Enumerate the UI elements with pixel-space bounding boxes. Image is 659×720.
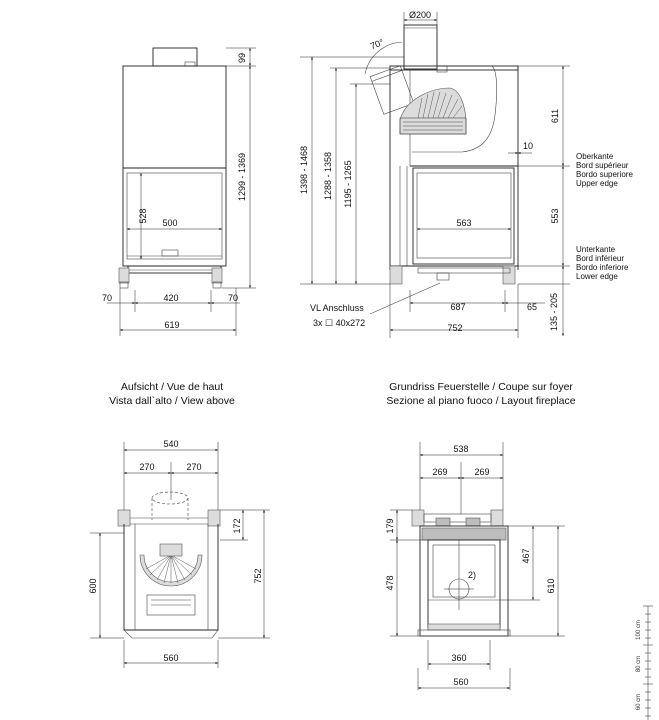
front-left-foot xyxy=(118,267,130,284)
top-view-title-2: Vista dall`alto / View above xyxy=(109,395,235,407)
scale-bar: 100 cm 80 cm 60 cm xyxy=(636,605,653,720)
side-flue-pipe xyxy=(403,24,438,70)
side-dim-total-width: 752 xyxy=(447,323,462,333)
front-dim-side-right: 70 xyxy=(228,293,238,303)
scale-label-100: 100 cm xyxy=(636,620,642,640)
side-dim-glass-width: 563 xyxy=(456,218,471,228)
side-left-foot xyxy=(389,265,403,285)
front-right-foot xyxy=(211,267,223,284)
side-dim-upper-section: 611 xyxy=(550,109,560,123)
layout-view-title-2: Sezione al piano fuoco / Layout fireplac… xyxy=(386,395,575,407)
side-glass xyxy=(412,167,515,265)
lower-edge-label-en: Lower edge xyxy=(576,272,618,281)
side-view: Ø200 70° 1398 - 1468 1288 - 1358 1195 - … xyxy=(299,10,633,338)
layout-right-bracket xyxy=(490,509,504,527)
lower-edge-label-it: Bordo inferiore xyxy=(576,263,629,272)
front-dim-glass-width: 500 xyxy=(162,218,177,228)
side-dim-bottom-height: 135 - 205 xyxy=(549,293,559,331)
upper-edge-label-de: Oberkante xyxy=(576,152,614,161)
layout-dim-bottom-width: 560 xyxy=(453,677,468,687)
layout-dim-total-width: 538 xyxy=(453,444,468,454)
top-view-title-1: Aufsicht / Vue de haut xyxy=(121,381,223,393)
front-dim-total-height: 1299 - 1369 xyxy=(237,153,247,201)
top-dim-bottom-width: 560 xyxy=(163,653,178,663)
layout-dim-half-left: 269 xyxy=(432,467,447,477)
top-dim-small-depth: 172 xyxy=(232,518,242,533)
side-dim-width-687: 687 xyxy=(450,302,465,312)
top-dim-depth-752: 752 xyxy=(253,568,263,583)
layout-dim-610: 610 xyxy=(546,578,556,593)
vl-label: VL Anschluss xyxy=(310,303,364,313)
side-right-foot xyxy=(502,265,516,285)
layout-firebox xyxy=(427,539,501,629)
front-dim-base-width: 420 xyxy=(163,293,178,303)
layout-view: 2) 538 269 269 179 478 467 610 360 560 xyxy=(385,442,565,690)
layout-dim-478: 478 xyxy=(385,575,395,590)
layout-dim-467: 467 xyxy=(521,548,531,563)
top-dim-depth-600: 600 xyxy=(88,578,98,593)
side-dim-glass-height: 553 xyxy=(550,208,560,223)
upper-edge-label-it: Bordo superiore xyxy=(576,170,633,179)
vl-spec: 3x ☐ 40x272 xyxy=(313,318,365,328)
lower-edge-label-fr: Bord inférieur xyxy=(576,254,624,263)
layout-dim-inner-width: 360 xyxy=(451,653,466,663)
layout-marker: 2) xyxy=(468,570,476,580)
side-dome xyxy=(399,87,467,135)
front-dim-side-left: 70 xyxy=(102,293,112,303)
top-dim-total-width: 540 xyxy=(163,439,178,449)
front-dim-total-width: 619 xyxy=(164,320,179,330)
front-view: 99 1299 - 1369 528 500 70 420 70 619 xyxy=(102,47,256,336)
side-dim-h3: 1195 - 1265 xyxy=(343,160,353,207)
layout-dim-half-right: 269 xyxy=(474,467,489,477)
top-dim-half-left: 270 xyxy=(139,462,154,472)
front-dim-top-height: 99 xyxy=(237,53,247,63)
upper-edge-label-fr: Bord supérieur xyxy=(576,161,629,170)
front-upper-body xyxy=(122,65,227,169)
upper-edge-label-en: Upper edge xyxy=(576,179,618,188)
top-body xyxy=(123,524,219,631)
side-tilted-flue xyxy=(369,65,415,115)
side-dim-width-65: 65 xyxy=(527,302,537,312)
scale-label-60: 60 cm xyxy=(636,694,642,710)
side-dim-h2: 1288 - 1358 xyxy=(323,152,333,200)
scale-label-80: 80 cm xyxy=(636,656,642,672)
top-dim-half-right: 270 xyxy=(186,462,201,472)
front-dim-glass-height: 528 xyxy=(138,208,148,223)
side-dim-offset: 10 xyxy=(523,141,533,151)
top-left-bracket xyxy=(117,509,131,527)
layout-dim-179: 179 xyxy=(385,518,395,533)
top-view: 540 270 270 172 600 752 560 xyxy=(88,439,270,668)
side-dim-h1: 1398 - 1468 xyxy=(299,146,309,194)
lower-edge-label-de: Unterkante xyxy=(576,245,616,254)
side-dim-flue-diameter: Ø200 xyxy=(409,10,431,20)
layout-view-title-1: Grundriss Feuerstelle / Coupe sur foyer xyxy=(389,381,573,393)
side-dim-angle: 70° xyxy=(369,37,386,51)
layout-left-bracket xyxy=(411,509,425,527)
top-burner xyxy=(139,554,203,587)
front-flue-stub xyxy=(152,47,198,67)
top-right-bracket xyxy=(207,509,221,527)
